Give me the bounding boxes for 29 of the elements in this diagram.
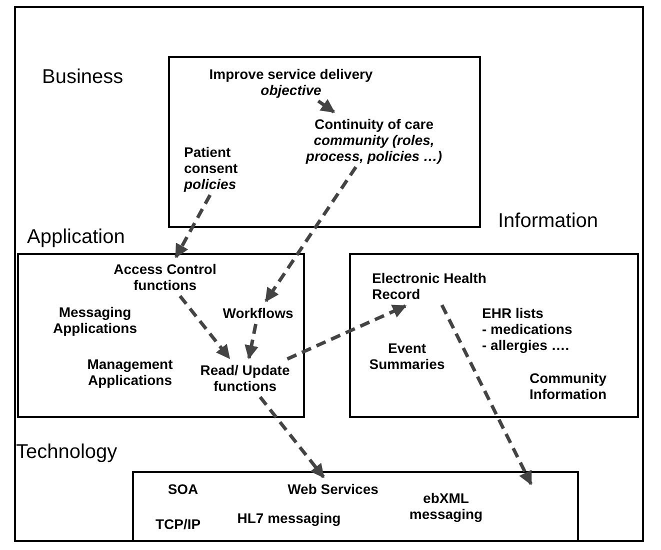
concept-label: Read/ Update functions: [200, 362, 290, 394]
concept-label: EHR lists - medications - allergies ….: [482, 305, 606, 353]
concept-label: Web Services: [270, 481, 396, 497]
concept-label: Patient consent policies: [184, 144, 266, 192]
concept-label: Workflows: [211, 305, 305, 321]
concept-label: Community Information: [513, 370, 623, 402]
dashed-arrow: [244, 324, 258, 360]
dashed-arrow: [286, 304, 407, 361]
concept-label: Messaging Applications: [33, 304, 157, 336]
layer-heading: Business: [42, 66, 124, 89]
concept-label: Management Applications: [63, 356, 197, 388]
concept-label: Event Summaries: [355, 340, 459, 372]
dashed-arrow: [178, 294, 231, 360]
layer-heading: Technology: [16, 441, 118, 464]
layer-heading: Application: [27, 226, 125, 249]
concept-label: Improve service delivery objective: [184, 66, 398, 98]
dashed-arrow: [258, 396, 325, 478]
dashed-arrow: [317, 99, 336, 114]
concept-label: Electronic Health Record: [372, 270, 528, 302]
concept-label: SOA: [160, 481, 206, 497]
concept-label: Access Control functions: [95, 261, 235, 293]
concept-label: HL7 messaging: [216, 510, 362, 526]
concept-label: ebXML messaging: [394, 490, 498, 522]
dashed-arrow: [264, 166, 358, 302]
dashed-arrow: [174, 194, 212, 258]
concept-label: TCP/IP: [144, 516, 212, 532]
concept-label: Continuity of care community (roles, process, policies …): [290, 116, 458, 164]
dashed-arrow: [440, 304, 533, 486]
layer-heading: Information: [498, 210, 598, 233]
